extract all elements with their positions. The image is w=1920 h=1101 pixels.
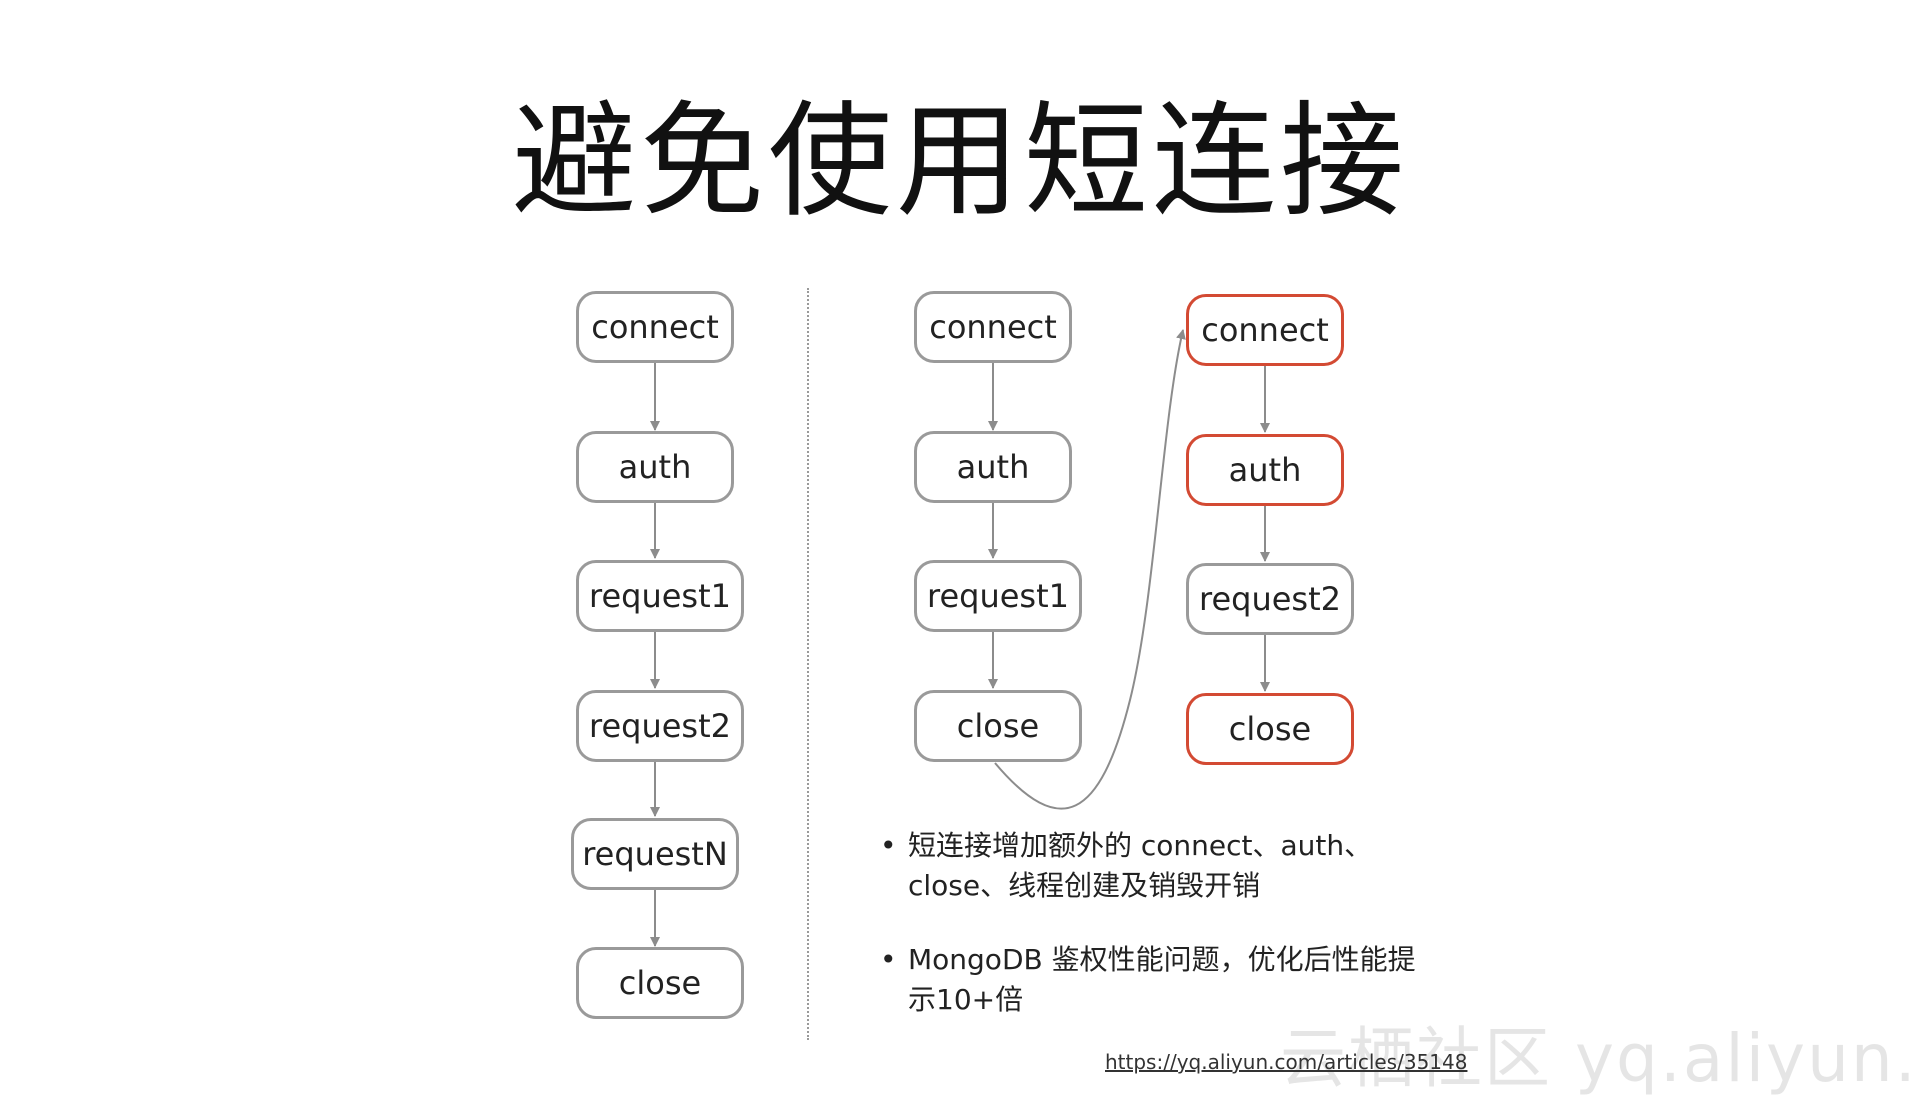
bullet-item: • MongoDB 鉴权性能问题，优化后性能提 示10+倍: [880, 940, 1416, 1020]
left-auth-box: auth: [576, 431, 734, 503]
right-connect-box: connect: [1186, 294, 1344, 366]
bullet-dot-icon: •: [880, 943, 897, 976]
right-request2-box: request2: [1186, 563, 1354, 635]
mid-connect-box: connect: [914, 291, 1072, 363]
bullet-1-line-1: 短连接增加额外的 connect、auth、: [908, 829, 1373, 862]
slide-title: 避免使用短连接: [511, 90, 1408, 234]
source-link[interactable]: https://yq.aliyun.com/articles/35148: [1105, 1050, 1468, 1074]
left-connect-box: connect: [576, 291, 734, 363]
right-close-box: close: [1186, 693, 1354, 765]
mid-close-box: close: [914, 690, 1082, 762]
bullet-2-line-2: 示10+倍: [908, 983, 1024, 1016]
vertical-divider: [807, 288, 809, 1040]
mid-request1-box: request1: [914, 560, 1082, 632]
left-close-box: close: [576, 947, 744, 1019]
left-request1-box: request1: [576, 560, 744, 632]
bullet-2-line-1: MongoDB 鉴权性能问题，优化后性能提: [908, 943, 1416, 976]
right-auth-box: auth: [1186, 434, 1344, 506]
left-request2-box: request2: [576, 690, 744, 762]
loop-back-arrow: [994, 329, 1186, 810]
bullet-dot-icon: •: [880, 829, 897, 862]
left-requestN-box: requestN: [571, 818, 739, 890]
mid-auth-box: auth: [914, 431, 1072, 503]
bullet-1-line-2: close、线程创建及销毁开销: [908, 869, 1261, 902]
bullet-item: • 短连接增加额外的 connect、auth、 close、线程创建及销毁开销: [880, 826, 1373, 906]
